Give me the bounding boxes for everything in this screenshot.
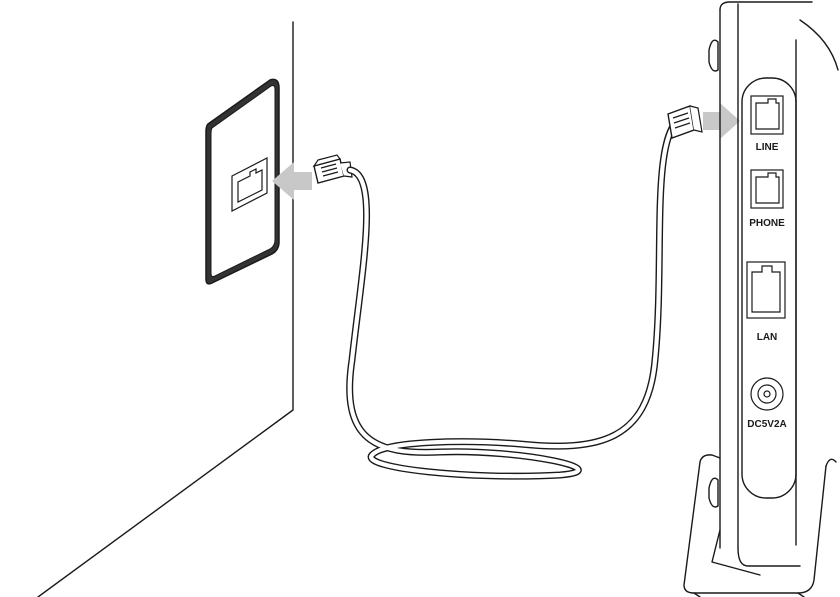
router-port-line: LINE — [750, 95, 784, 153]
rj11-plug-icon — [667, 105, 703, 139]
router-port-lan: LAN — [746, 261, 786, 343]
port-label-lan: LAN — [757, 332, 778, 343]
telephone-cable — [346, 114, 684, 480]
router-port-phone: PHONE — [749, 169, 785, 229]
port-label-phone: PHONE — [749, 218, 785, 229]
power-jack-icon: DC5V2A — [747, 377, 787, 430]
port-label-power: DC5V2A — [747, 419, 786, 430]
router — [683, 1, 839, 597]
wall-plate — [205, 78, 280, 285]
rj11-plug-icon — [312, 154, 353, 184]
port-label-line: LINE — [756, 142, 779, 153]
connection-arrow-icon — [272, 162, 312, 200]
wall-jack-icon — [231, 157, 268, 212]
wall — [37, 21, 294, 597]
connection-arrow-icon — [703, 103, 740, 139]
